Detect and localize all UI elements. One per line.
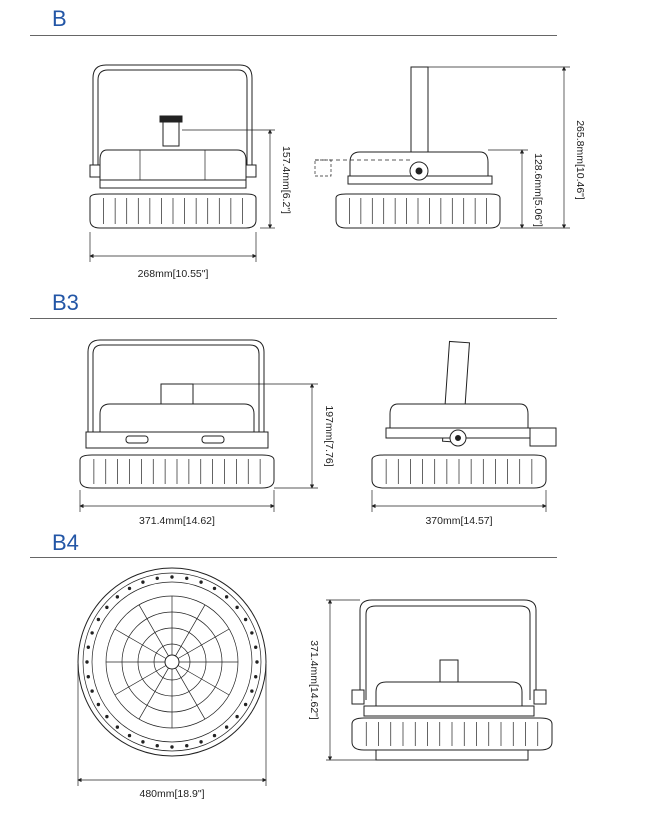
grille-spoke <box>175 604 206 657</box>
rim-dot <box>155 576 159 580</box>
rim-dot <box>185 576 189 580</box>
b3-height-label: 197mm[7.76] <box>323 405 335 466</box>
section-title-b: B <box>52 6 67 31</box>
rim-dot <box>235 714 239 719</box>
section-divider-b3 <box>30 318 557 319</box>
rim-dot <box>141 740 145 744</box>
b4-bottom-spokes <box>106 596 238 728</box>
b3-side-width-label: 370mm[14.57] <box>425 515 492 527</box>
rim-dot <box>224 725 229 729</box>
section-divider-b4 <box>30 557 557 558</box>
b3-side-width-dimension <box>371 490 547 512</box>
rim-dot <box>90 631 94 635</box>
rim-dot <box>212 586 217 591</box>
b3-front-width-label: 371.4mm[14.62] <box>139 515 215 527</box>
b4-height-label: 371.4mm[14.62"] <box>308 640 320 720</box>
b-side-total-height-dimension <box>428 66 570 229</box>
rim-dot <box>254 675 258 679</box>
b3-front-width-dimension <box>79 490 275 512</box>
rim-dot <box>115 725 120 729</box>
rim-dot <box>250 631 254 635</box>
rim-dot <box>105 605 109 610</box>
b-side-body-height-dimension <box>488 149 528 229</box>
rim-dot <box>199 740 203 744</box>
rim-dot <box>141 580 145 584</box>
section-title-b4: B4 <box>52 530 79 555</box>
b3-side-fins <box>385 459 533 484</box>
b-front-height-dimension <box>182 129 275 229</box>
rim-dot <box>90 689 94 693</box>
rim-dot <box>127 586 132 591</box>
section-divider-b <box>30 35 557 36</box>
b-front-height-label: 157.4mm[6.2"] <box>280 146 292 214</box>
b4-height-dimension <box>326 599 376 761</box>
rim-dot <box>86 645 90 649</box>
b4-side-fins <box>365 722 539 746</box>
grille-spoke <box>114 628 167 659</box>
grille-spoke <box>177 628 230 659</box>
b-front-view <box>89 64 257 229</box>
b-side-total-height-label: 265.8mm[10.46"] <box>574 120 586 200</box>
b4-diameter-label: 480mm[18.9"] <box>139 788 204 800</box>
rim-dot <box>170 575 174 579</box>
rim-dot <box>224 595 229 599</box>
b-side-body-height-label: 128.6mm[5.06"] <box>532 153 544 227</box>
rim-dot <box>170 745 174 749</box>
b-side-view <box>314 66 501 229</box>
rim-dot <box>96 702 101 707</box>
b4-bottom-dots <box>85 575 259 749</box>
rim-dot <box>155 744 159 748</box>
rim-dot <box>85 660 89 664</box>
b3-height-dimension <box>193 383 318 489</box>
rim-dot <box>212 733 217 738</box>
rim-dot <box>105 714 109 719</box>
rim-dot <box>185 744 189 748</box>
b-front-fins <box>103 198 243 224</box>
rim-dot <box>199 580 203 584</box>
b-width-label: 268mm[10.55"] <box>138 268 209 280</box>
grille-spoke <box>177 665 230 696</box>
grille-spoke <box>175 667 206 720</box>
grille-spoke <box>138 667 169 720</box>
rim-dot <box>86 675 90 679</box>
rim-dot <box>255 660 259 664</box>
rim-dot <box>127 733 132 738</box>
rim-dot <box>254 645 258 649</box>
b-side-fins <box>349 198 487 224</box>
rim-dot <box>96 617 101 622</box>
grille-spoke <box>138 604 169 657</box>
rim-dot <box>235 605 239 610</box>
b4-diameter-dimension <box>77 664 267 786</box>
section-title-b3: B3 <box>52 290 79 315</box>
grille-spoke <box>114 665 167 696</box>
rim-dot <box>115 595 120 599</box>
b3-front-fins <box>93 459 261 484</box>
b-width-dimension <box>89 232 257 262</box>
rim-dot <box>243 702 248 707</box>
rim-dot <box>243 617 248 622</box>
b3-side-view <box>371 340 557 489</box>
rim-dot <box>250 689 254 693</box>
